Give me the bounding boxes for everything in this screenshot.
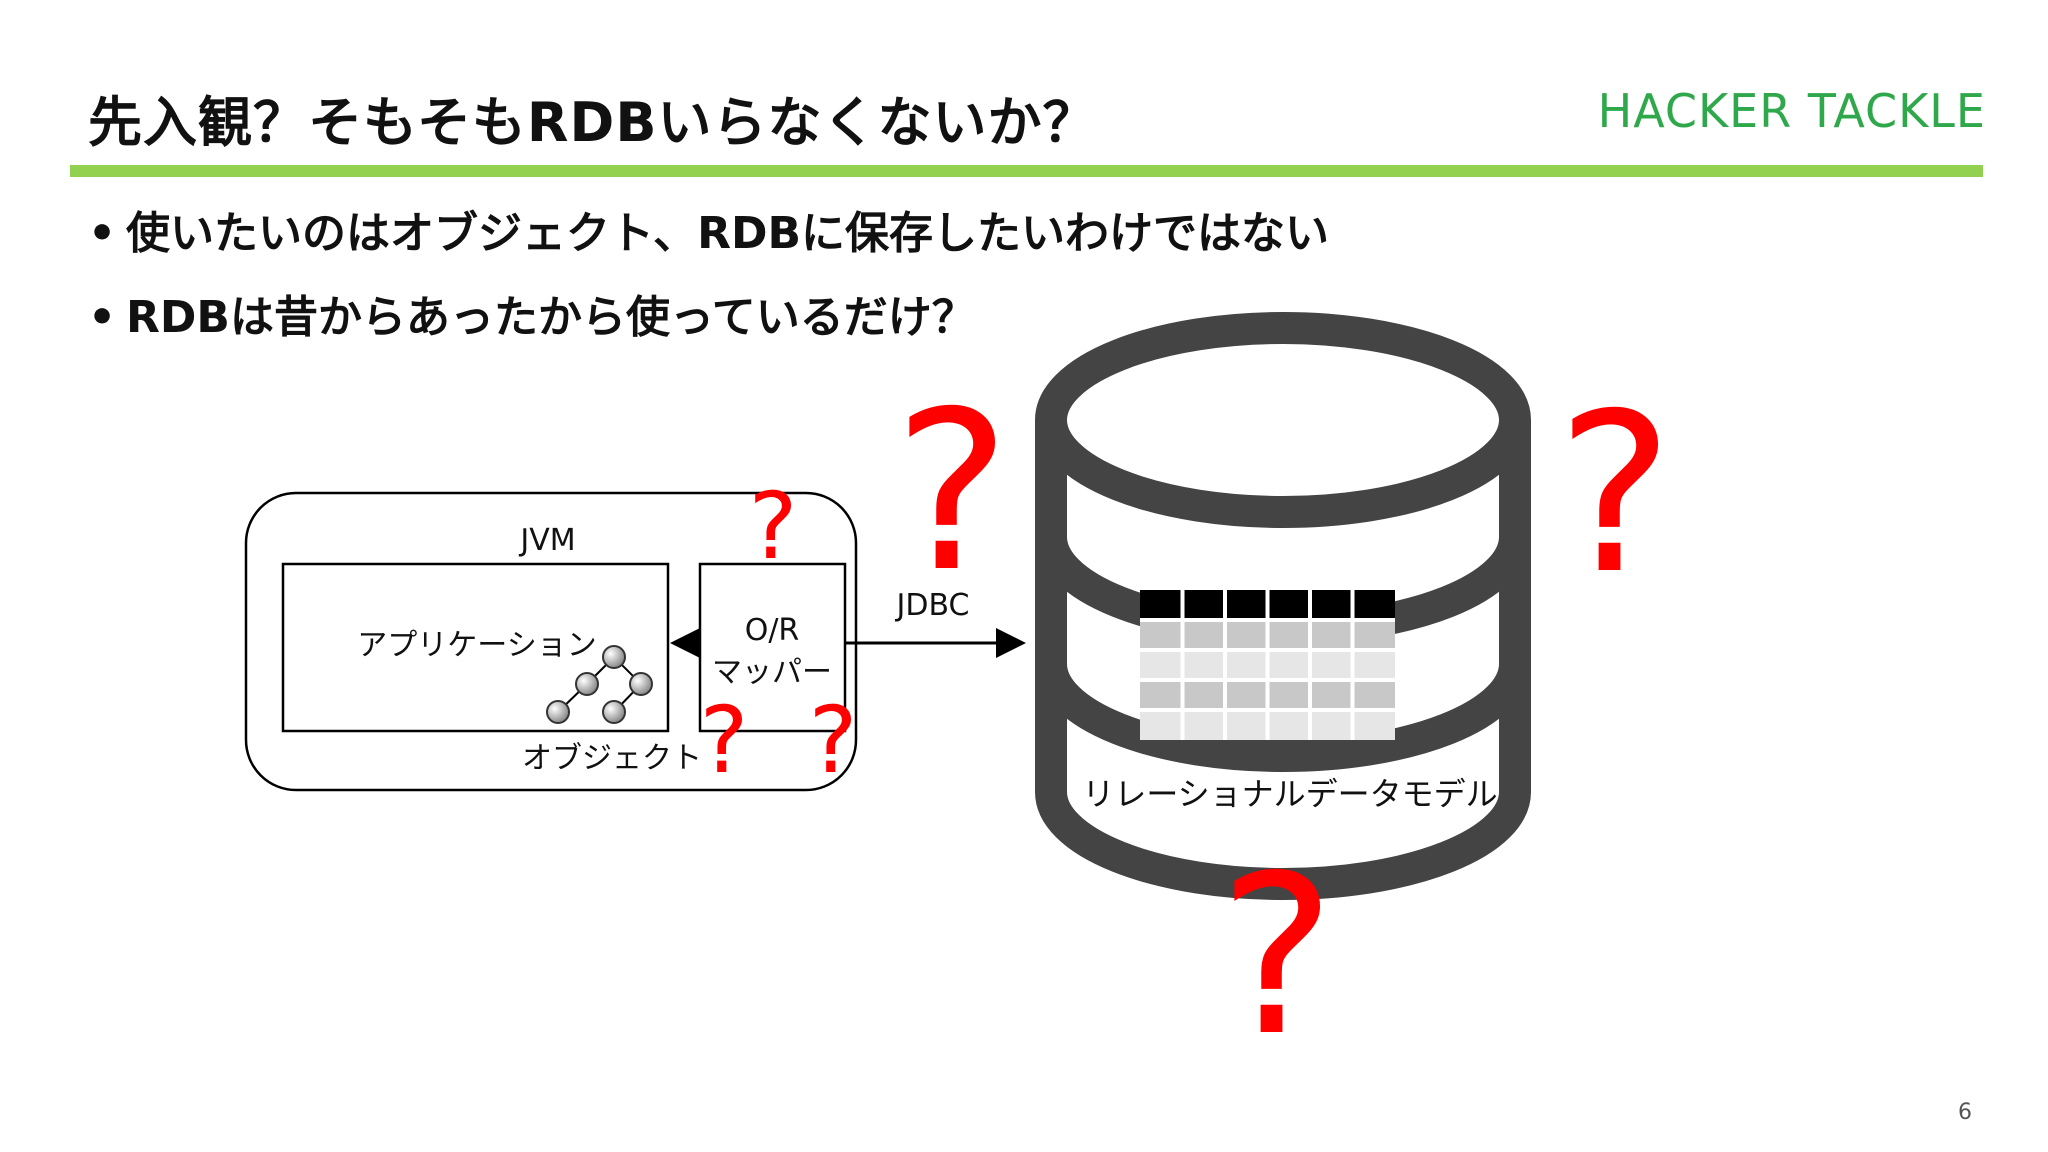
question-mark: ? <box>1219 828 1336 1084</box>
bullet-text: RDBは昔からあったから使っているだけ？ <box>126 292 976 343</box>
question-mark: ? <box>1557 366 1674 622</box>
bullet-dot: • <box>88 292 117 343</box>
bullet-text: 使いたいのはオブジェクト、RDBに保存したいわけではない <box>126 208 1330 259</box>
bullet-item: •RDBは昔からあったから使っているだけ？ <box>88 276 1329 360</box>
or-mapper-box <box>698 562 847 733</box>
database-cylinder-icon <box>1035 312 1531 900</box>
object-label: オブジェクト <box>522 741 702 776</box>
application-box <box>281 562 670 733</box>
question-mark: ? <box>700 687 749 794</box>
question-mark: ? <box>749 473 798 580</box>
jvm-label: JVM <box>518 523 575 558</box>
page-number: 6 <box>1958 1100 1972 1125</box>
question-mark: ? <box>894 364 1011 620</box>
application-label: アプリケーション <box>357 628 596 663</box>
object-graph-icon <box>546 645 653 724</box>
bullet-list: •使いたいのはオブジェクト、RDBに保存したいわけではない •RDBは昔からあっ… <box>88 192 1329 360</box>
jdbc-label: JDBC <box>895 588 970 623</box>
or-mapper-label-line1: O/R <box>745 613 800 648</box>
question-mark: ? <box>809 687 858 794</box>
slide-title: 先入観？そもそもRDBいらなくないか？ <box>88 91 1098 154</box>
relational-model-label: リレーショナルデータモデル <box>1082 775 1497 813</box>
brand-logo: HACKER TACKLE <box>1597 84 1986 138</box>
bullet-dot: • <box>88 208 117 259</box>
or-mapper-label-line2: マッパー <box>712 655 832 690</box>
bullet-item: •使いたいのはオブジェクト、RDBに保存したいわけではない <box>88 192 1329 276</box>
title-rule <box>70 165 1983 177</box>
table-grid-icon <box>1140 590 1395 740</box>
